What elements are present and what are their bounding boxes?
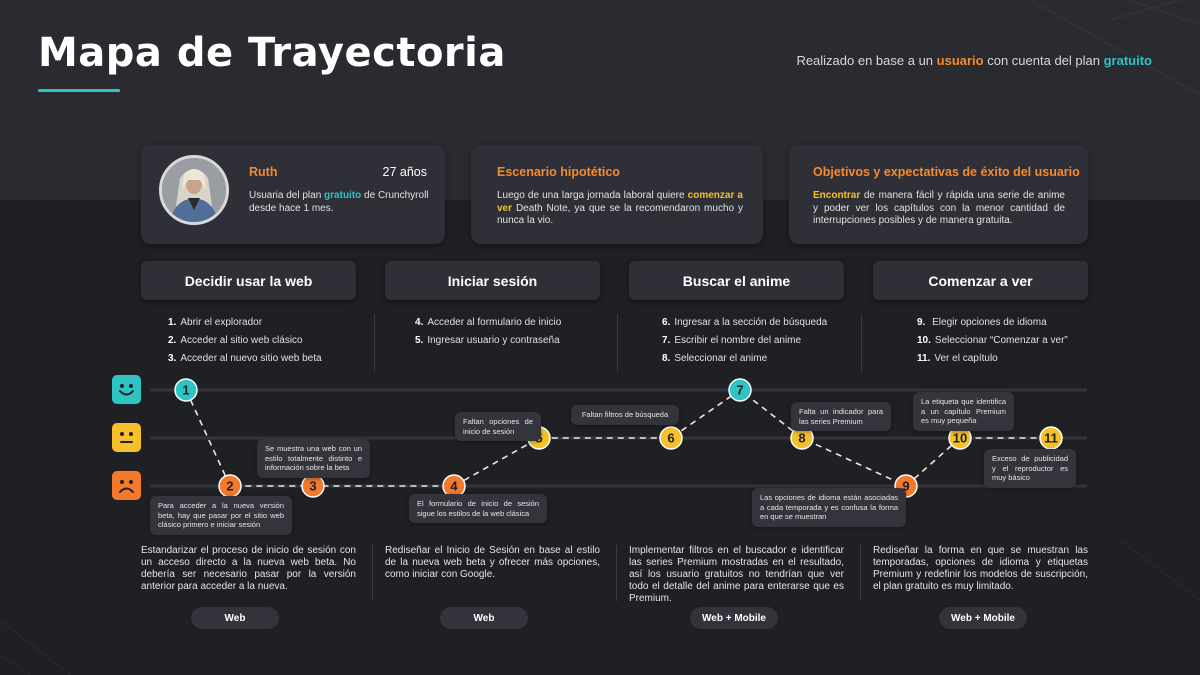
stage-comenzar: Comenzar a ver [873, 261, 1088, 300]
pain-note: Para acceder a la nueva versión beta, ha… [150, 496, 292, 535]
platform-pill: Web [440, 607, 528, 629]
step-item: 4.Acceder al formulario de inicio [415, 317, 562, 328]
step-item: 9. Elegir opciones de idioma [917, 317, 1047, 328]
pain-note: Falta un indicador para las series Premi… [791, 402, 891, 431]
opportunity-comenzar: Rediseñar la forma en que se muestran la… [873, 545, 1088, 592]
journey-point-2: 2 [218, 474, 242, 498]
journey-point-10: 10 [948, 426, 972, 450]
step-item: 5.Ingresar usuario y contraseña [415, 335, 560, 346]
step-item: 2.Acceder al sitio web clásico [168, 335, 303, 346]
happy-face-icon [112, 375, 141, 404]
journey-point-marker [659, 426, 683, 450]
journey-point-label: 9 [902, 479, 909, 494]
goals-title: Objetivos y expectativas de éxito del us… [813, 165, 1080, 179]
steps-iniciar-sesion: 4.Acceder al formulario de inicio 5.Ingr… [415, 314, 561, 350]
journey-point-label: 4 [450, 479, 458, 494]
journey-point-label: 3 [309, 479, 316, 494]
goals-card: Objetivos y expectativas de éxito del us… [789, 145, 1088, 244]
neutral-face-icon [112, 423, 141, 452]
persona-card: Ruth 27 años Usuaria del plan gratuito d… [141, 145, 445, 244]
journey-point-label: 1 [182, 383, 189, 398]
column-separator [616, 545, 617, 601]
opportunity-decidir: Estandarizar el proceso de inicio de ses… [141, 545, 356, 592]
journey-point-6: 6 [659, 426, 683, 450]
scenario-text: Luego de una larga jornada laboral quier… [497, 190, 743, 226]
column-separator [374, 314, 375, 372]
platform-pill: Web [191, 607, 279, 629]
sad-face-icon [112, 471, 141, 500]
opportunity-buscar: Implementar filtros en el buscador e ide… [629, 545, 844, 604]
journey-path [185, 389, 1051, 487]
journey-point-11: 11 [1039, 426, 1063, 450]
scenario-title: Escenario hipotético [497, 165, 620, 179]
journey-point-3: 3 [301, 474, 325, 498]
column-separator [861, 314, 862, 372]
journey-point-label: 11 [1044, 431, 1058, 446]
stage-buscar: Buscar el anime [629, 261, 844, 300]
pain-note: Exceso de publicidad y el reproductor es… [984, 449, 1076, 488]
persona-name: Ruth [249, 165, 278, 179]
steps-buscar: 6.Ingresar a la sección de búsqueda 7.Es… [662, 314, 827, 368]
pain-note: La etiqueta que identifica a un capítulo… [913, 392, 1014, 431]
column-separator [860, 545, 861, 601]
step-item: 8.Seleccionar el anime [662, 353, 768, 364]
pain-note: Faltan opciones de inicio de sesión [455, 412, 541, 441]
stage-iniciar-sesion: Iniciar sesión [385, 261, 600, 300]
opportunity-iniciar-sesion: Rediseñar el Inicio de Sesión en base al… [385, 545, 600, 580]
persona-age: 27 años [382, 165, 427, 179]
page-subtitle: Realizado en base a un usuario con cuent… [796, 53, 1152, 68]
pain-note: Las opciones de idioma están asociadas a… [752, 488, 906, 527]
journey-point-1: 1 [174, 378, 198, 402]
journey-point-marker [174, 378, 198, 402]
journey-point-label: 2 [226, 479, 233, 494]
step-item: 3.Acceder al nuevo sitio web beta [168, 353, 322, 364]
persona-description: Usuaria del plan gratuito de Crunchyroll… [249, 190, 429, 214]
title-underline [38, 89, 120, 92]
journey-point-label: 8 [798, 431, 805, 446]
pain-note: Se muestra una web con un estilo totalme… [257, 439, 370, 478]
journey-point-label: 6 [667, 431, 674, 446]
journey-point-4: 4 [442, 474, 466, 498]
page-title: Mapa de Trayectoria [38, 30, 506, 76]
column-separator [372, 545, 373, 601]
scenario-card: Escenario hipotético Luego de una larga … [471, 145, 763, 244]
stage-decidir: Decidir usar la web [141, 261, 356, 300]
platform-pill: Web + Mobile [939, 607, 1027, 629]
steps-comenzar: 9. Elegir opciones de idioma 10.Seleccio… [917, 314, 1068, 368]
pain-note: Faltan filtros de búsqueda [571, 405, 679, 425]
goals-text: Encontrar de manera fácil y rápida una s… [813, 190, 1065, 226]
journey-point-7: 7 [728, 378, 752, 402]
pain-note: El formulario de inicio de sesión sigue … [409, 494, 547, 523]
steps-decidir: 1.Abrir el explorador 2.Acceder al sitio… [168, 314, 322, 368]
persona-avatar [159, 155, 229, 225]
step-item: 10.Seleccionar “Comenzar a ver” [917, 335, 1068, 346]
journey-point-marker [728, 378, 752, 402]
journey-point-label: 7 [736, 383, 743, 398]
step-item: 7.Escribir el nombre del anime [662, 335, 802, 346]
step-item: 11.Ver el capítulo [917, 353, 998, 364]
step-item: 1.Abrir el explorador [168, 317, 263, 328]
step-item: 6.Ingresar a la sección de búsqueda [662, 317, 828, 328]
platform-pill: Web + Mobile [690, 607, 778, 629]
column-separator [617, 314, 618, 372]
journey-point-label: 10 [953, 431, 967, 446]
